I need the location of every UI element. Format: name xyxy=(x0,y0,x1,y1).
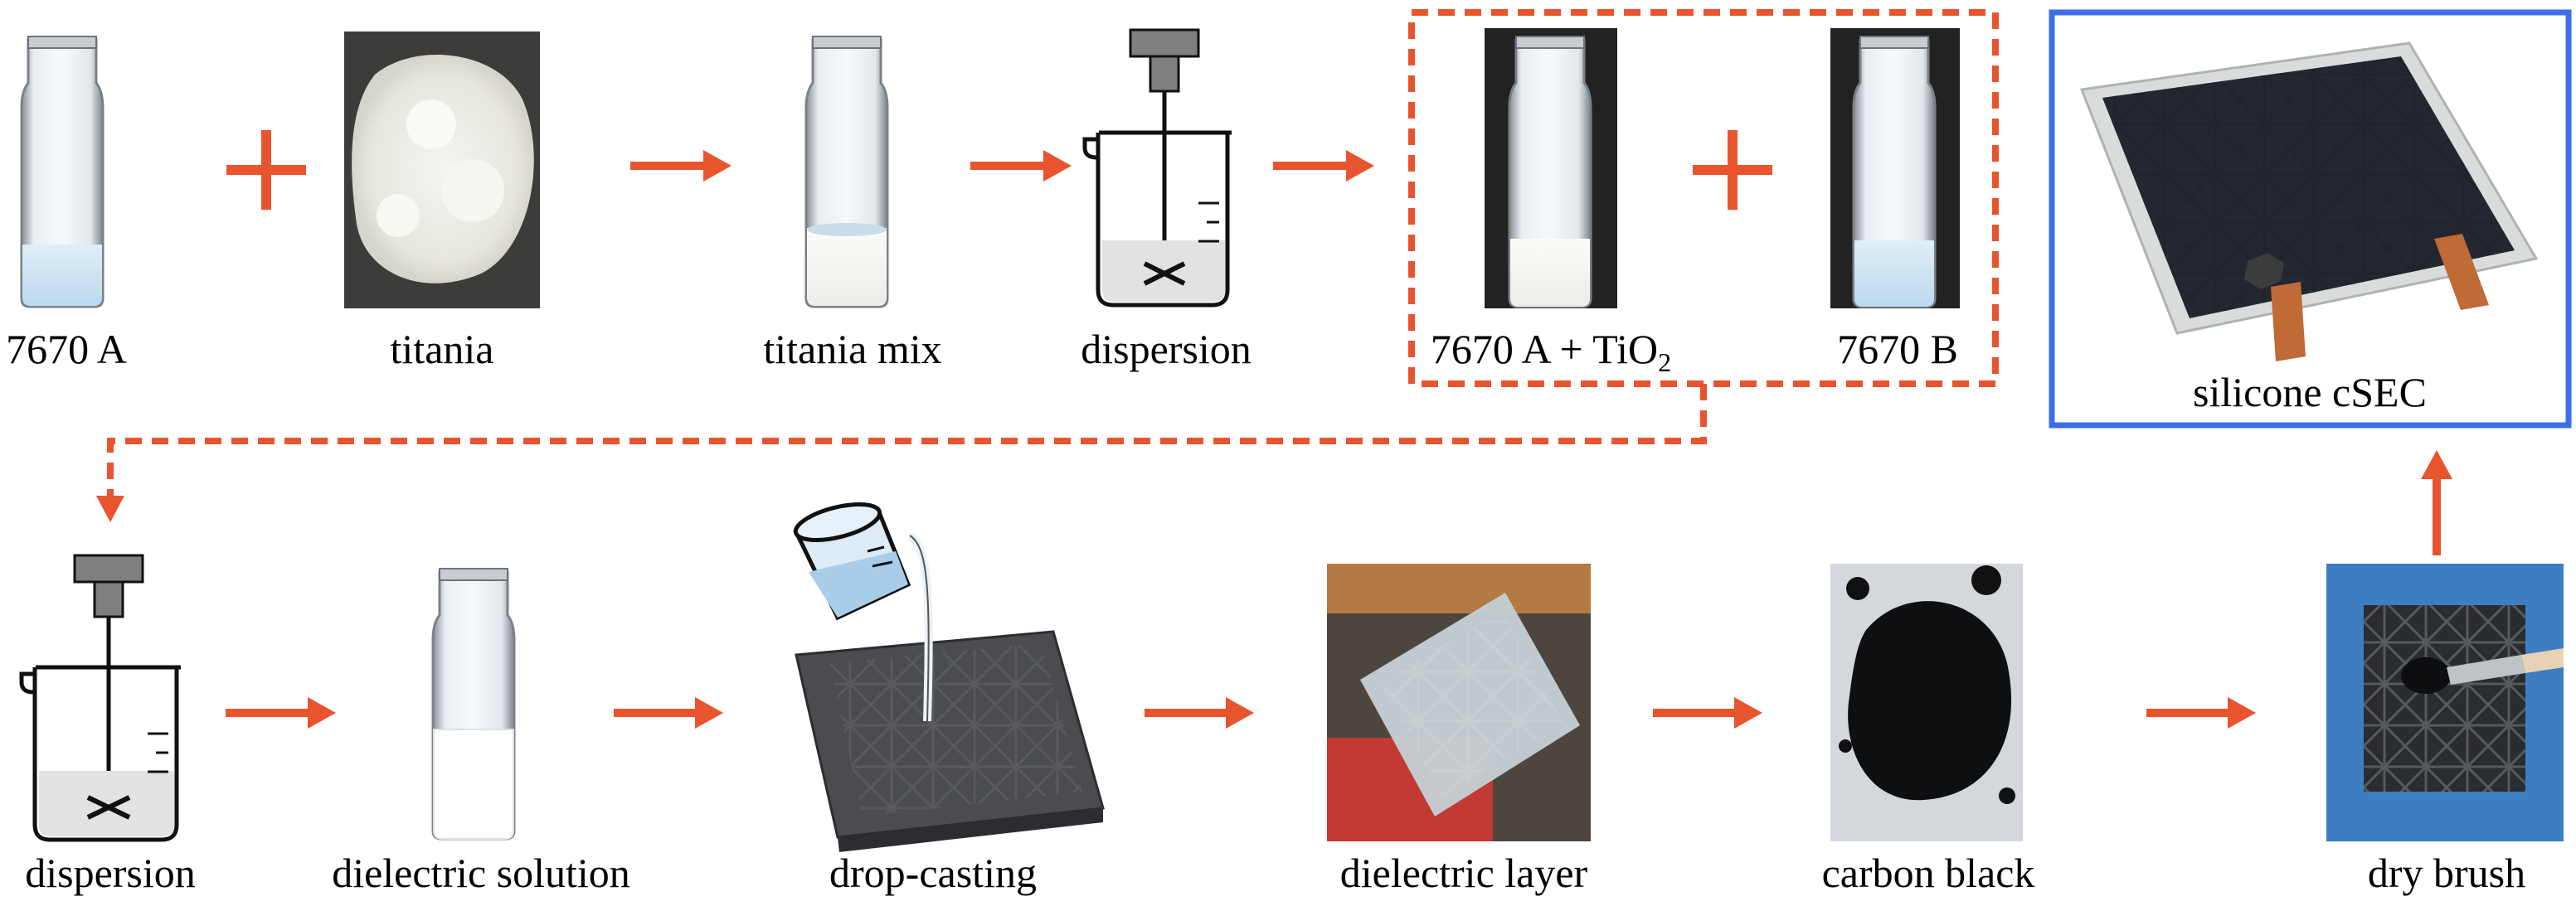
silicone-csec-photo xyxy=(2079,41,2539,361)
flow-arrow-up xyxy=(2421,450,2452,555)
label-silicone-csec: silicone cSEC xyxy=(2193,369,2427,415)
dashed-connector xyxy=(96,384,1707,522)
dielectric-layer-photo xyxy=(1327,564,1591,841)
dispersion-stirrer-icon xyxy=(19,554,181,842)
flow-arrow xyxy=(1273,150,1374,182)
plus-sign xyxy=(226,130,306,210)
vial-7670b-photo xyxy=(1830,28,1960,308)
label-carbon-black: carbon black xyxy=(1822,850,2035,896)
flow-arrow xyxy=(2146,697,2256,729)
flow-arrow xyxy=(1653,697,1762,729)
dispersion-stirrer-icon xyxy=(1082,28,1232,308)
label-dielectric-layer: dielectric layer xyxy=(1340,850,1588,896)
vial-dielectric-solution-photo xyxy=(408,564,541,846)
label-drop-casting: drop-casting xyxy=(829,850,1037,896)
vial-titania-mix-photo xyxy=(784,0,912,308)
label-vial-7670b: 7670 B xyxy=(1837,326,1958,372)
vial-7670a-tio2-photo xyxy=(1485,28,1617,308)
flow-arrow xyxy=(1145,697,1254,729)
label-dispersion-bottom: dispersion xyxy=(25,850,196,896)
carbon-black-photo xyxy=(1830,564,2023,841)
vial-7670a-photo xyxy=(0,0,129,308)
label-dry-brush: dry brush xyxy=(2368,850,2525,896)
label-7670a-tio2: 7670 A + TiO2 xyxy=(1431,326,1671,377)
label-dispersion-top: dispersion xyxy=(1081,326,1252,372)
plus-sign xyxy=(1693,130,1772,210)
dry-brush-photo xyxy=(2326,564,2564,841)
drop-casting-illustration xyxy=(793,502,1105,852)
flow-arrow xyxy=(614,697,723,729)
flow-arrow xyxy=(226,697,336,729)
label-titania: titania xyxy=(391,326,494,372)
flow-arrow xyxy=(970,150,1072,182)
titania-photo xyxy=(344,31,540,308)
flow-arrow xyxy=(630,150,731,182)
label-titania-mix: titania mix xyxy=(763,326,941,372)
label-vial-7670a: 7670 A xyxy=(6,326,127,372)
label-dielectric-solution: dielectric solution xyxy=(332,850,630,896)
